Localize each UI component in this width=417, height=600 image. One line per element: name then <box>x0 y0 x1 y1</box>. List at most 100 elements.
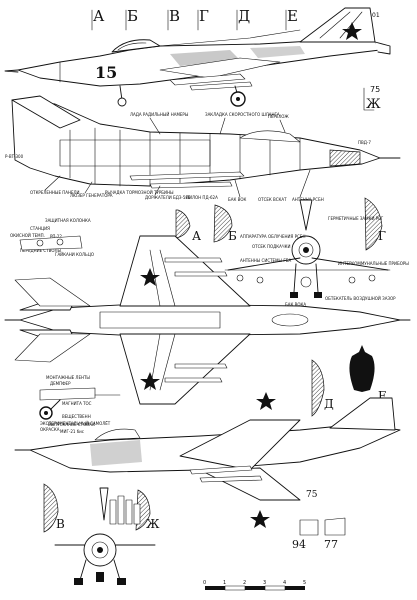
number-75-top: 75 <box>370 85 380 94</box>
section-b: Б <box>213 204 237 243</box>
label-rp22: РП-22 <box>50 234 62 239</box>
side-view-cutaway: ЛАДА РАДИЛЬНЫЙ НАМЕРЫ ЗАКЛАДКА СКОРОСТНО… <box>5 95 401 202</box>
wing-side <box>159 57 281 79</box>
star-insignia-tail <box>342 22 362 40</box>
cockpit-cutaway <box>239 130 301 143</box>
pitot-boom <box>4 69 19 73</box>
label-barrels: ПЕРЕДНИЕ СТВОЛЫ <box>20 248 62 253</box>
star-insignia-wing-lower <box>140 372 160 390</box>
tail-code-01: 01 <box>372 12 380 19</box>
fuselage-cutaway <box>11 99 381 187</box>
section-letter-a: А <box>93 7 105 25</box>
cut-label-e: Е <box>378 389 387 403</box>
label-ring: ГАЙКАНИ КОЛЬЦО <box>55 252 94 257</box>
drop-tank-side <box>169 73 246 86</box>
number-77: 77 <box>324 538 338 551</box>
section-letter-g: Г <box>199 7 209 25</box>
label-speed-hose: ЗАКЛАДКА СКОРОСТНОГО ШЛАНГА <box>205 112 280 117</box>
label-rsbn: АППАРАТУРА ОБЛУЧЕНИЯ РСБН <box>240 234 306 239</box>
label-pvd: ПВД-7 <box>358 140 371 145</box>
section-a: А <box>175 209 201 243</box>
scale-tick-3: 3 <box>263 580 266 586</box>
star-insignia-lower-wing <box>250 510 270 528</box>
label-locks: ГЕРМЕТИЧНЫЕ ЗАМКИ РСГ <box>328 216 384 221</box>
label-temp: ОКИСНОЙ ТЕМП. <box>10 233 45 238</box>
label-mount-tapes: МОНТАЖНЫЕ ЛЕНТЫ <box>46 375 90 380</box>
label-mig21bis: МИГ-21 бис <box>60 429 84 434</box>
canopy <box>111 39 161 53</box>
wing-plan-upper <box>119 235 251 307</box>
section-letter-v: В <box>169 7 180 25</box>
scale-bar: 0 1 2 3 4 5 <box>203 580 306 591</box>
star-insignia-wing-upper <box>140 268 160 286</box>
label-interkom: ИНТЕРКОММУНАЛЬНЫЕ ПРИБОРЫ <box>338 261 409 266</box>
section-letter-e: Е <box>287 7 298 25</box>
cut-label-b: Б <box>228 229 237 243</box>
star-insignia-lower-side <box>256 392 276 410</box>
radar-nose <box>329 149 361 167</box>
section-letter-b: Б <box>127 7 138 25</box>
section-d: Д <box>311 359 334 417</box>
gear-detail: МОНТАЖНЫЕ ЛЕНТЫ ДЕМПФЕР МАГНИТА ТОС ВЕЩЕ… <box>39 375 121 434</box>
cut-label-zh-top: Ж <box>366 97 381 112</box>
label-gba-antennas: АНТЕННЫ СИСТЕМЫ ГБА <box>240 258 292 263</box>
label-pylon: ПИЛОН ПД-62А <box>186 195 218 200</box>
scale-tick-2: 2 <box>243 580 246 586</box>
side-view-bottom: ЭКСПЕРИМЕНТАЛЬНЫЙ САМОЛЁТ ОКРАСКА <box>14 392 401 528</box>
cannon-detail: ЗАЩИТНАЯ КОЛОНКА СТАНЦИЯ ОКИСНОЙ ТЕМП. Р… <box>10 218 94 257</box>
markings-block: 75 94 77 <box>292 490 346 551</box>
fuselage-plan <box>19 303 401 337</box>
wing-plan-lower <box>119 333 251 405</box>
scale-tick-4: 4 <box>283 580 286 586</box>
front-view-top: АППАРАТУРА ОБЛУЧЕНИЯ РСБН ОТСЕК ПОДКАЧКИ… <box>224 199 409 307</box>
label-perekhozh: ПЕРЕХОЖ <box>268 114 289 119</box>
label-gear-release: ВЫПУСКАНИЕ СТОЙКИ <box>48 422 95 427</box>
section-v: В <box>43 483 65 533</box>
label-magnet: МАГНИТА ТОС <box>62 401 92 406</box>
label-experimental: ЭКСПЕРИМЕНТАЛЬНЫЙ САМОЛЁТ <box>40 421 111 426</box>
cut-label-g: Г <box>378 229 386 243</box>
label-radio-cameras: ЛАДА РАДИЛЬНЫЙ НАМЕРЫ <box>130 112 189 117</box>
label-damper: ДЕМПФЕР <box>50 381 71 386</box>
cut-label-d: Д <box>324 397 334 411</box>
fin-front <box>299 199 313 231</box>
label-substance: ВЕЩЕСТВЕНН <box>62 414 91 419</box>
vertical-tail <box>299 7 376 43</box>
label-pump-bay: ОТСЕК ПОДКАЧКИ <box>252 244 290 249</box>
plan-view <box>4 235 413 405</box>
label-turbine: РЫЧАДКА ТОРМОЗНОЙ ТУРБИНЫ <box>105 190 174 195</box>
section-g: Г <box>364 197 386 251</box>
label-station: СТАНЦИЯ <box>30 226 50 231</box>
scale-tick-1: 1 <box>223 580 226 586</box>
label-paint: ОКРАСКА <box>40 427 60 432</box>
scale-tick-0: 0 <box>203 580 206 586</box>
label-generator: ЛЮЗЕР ГЕНЕРАТОРА <box>70 193 113 198</box>
label-holders: ДОРЖАТЕЛИ БДЗ-58Б <box>145 195 191 200</box>
label-compartment: ОТСЕК ВСКАТ <box>258 197 287 202</box>
label-tank: БАК ВОК <box>228 197 246 202</box>
label-bak-voka: БАК ВОКА <box>285 302 306 307</box>
wing-bottom-view <box>179 419 301 471</box>
number-94: 94 <box>292 538 306 551</box>
number-75-bottom: 75 <box>306 490 318 500</box>
label-armor: ЗАЩИТНАЯ КОЛОНКА <box>45 218 91 223</box>
section-letter-d: Д <box>238 7 250 25</box>
label-fairing: ОБТЕКАТЕЛЬ ВОЗДУШНОЙ ЗАЗОР <box>325 296 396 301</box>
section-letters-row: А Б В Г Д Е <box>91 7 298 31</box>
label-panels: ОТКРЕЛЕННЫЕ ПАНЕЛИ <box>30 190 80 195</box>
cut-label-a: А <box>192 229 201 243</box>
cut-label-v: В <box>56 517 65 531</box>
vertical-tail-cutaway <box>11 95 81 129</box>
nose-wheel-top <box>117 97 127 107</box>
missile-side <box>189 81 253 91</box>
cut-label-zh-bottom: Ж <box>146 517 160 531</box>
scale-tick-5: 5 <box>303 580 306 586</box>
label-antenna: АНТЕННА РСБН <box>292 197 324 202</box>
front-view-bottom <box>54 487 156 585</box>
label-r-vt: Р-ВТ-300 <box>5 154 24 159</box>
engine-section <box>59 139 211 167</box>
side-view-top: 15 01 75 Ж <box>4 7 391 112</box>
tail-number: 15 <box>95 63 117 82</box>
section-e: Е <box>349 345 387 403</box>
